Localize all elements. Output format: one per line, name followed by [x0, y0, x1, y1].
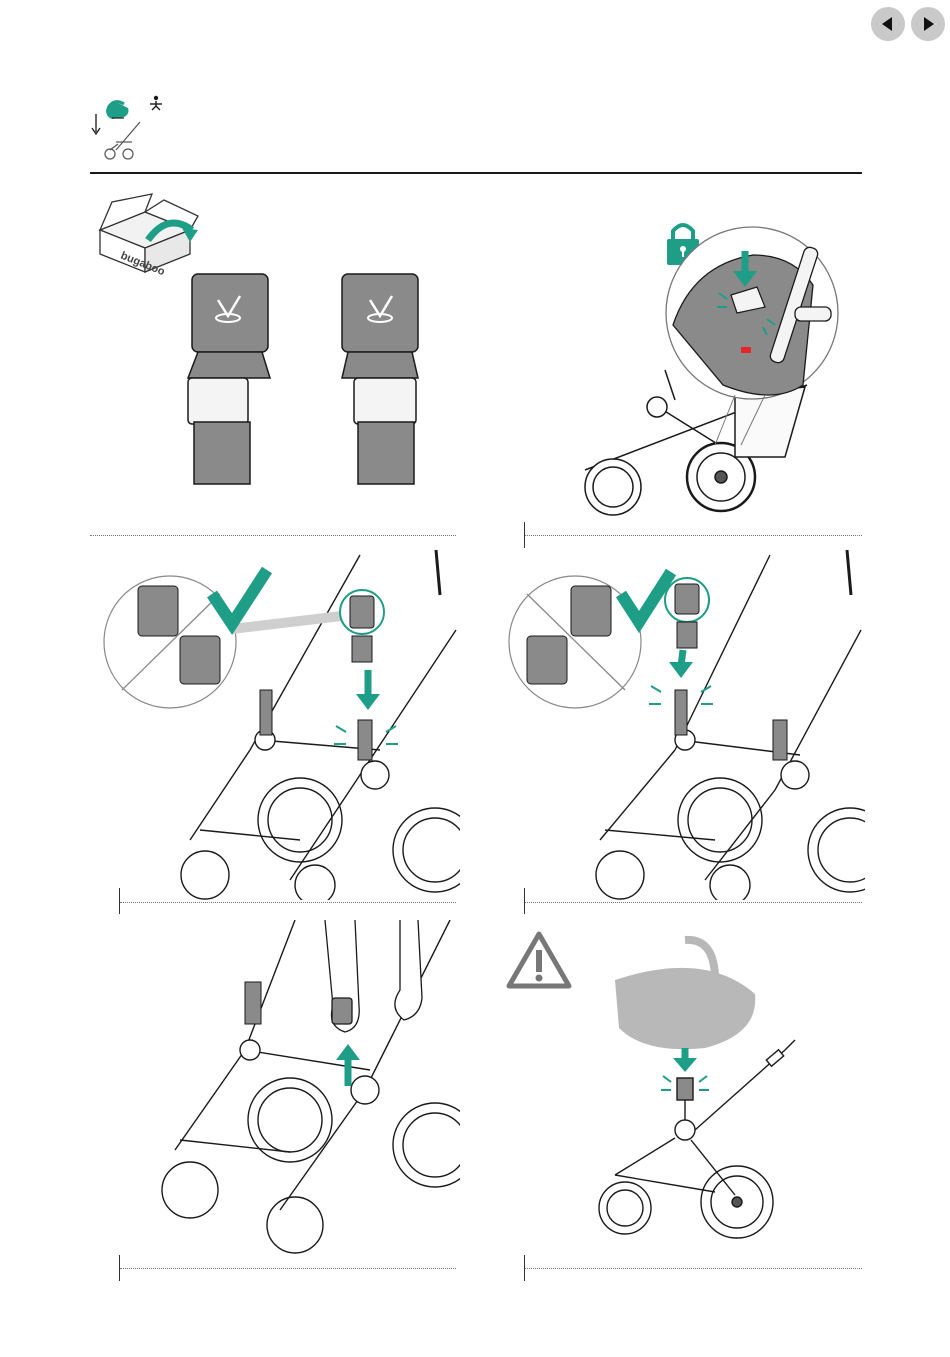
mount-left	[260, 690, 372, 760]
child-icon	[150, 96, 162, 110]
step-click-car-seat	[505, 930, 865, 1250]
magnifier-circle-icon	[666, 227, 838, 399]
step-divider	[120, 902, 456, 903]
mount-right	[675, 690, 787, 760]
adapter-right-icon	[342, 274, 418, 484]
hands-icon	[325, 920, 422, 1032]
step-divider	[525, 902, 862, 903]
adapter-zoom	[665, 578, 709, 648]
car-seat-down-icon	[92, 102, 129, 134]
step-marker	[119, 888, 120, 914]
adapter-left-icon	[188, 274, 270, 484]
triangle-right-icon	[911, 7, 945, 41]
header-divider	[90, 172, 862, 174]
step-divider	[120, 1268, 456, 1269]
step-remove-adapter	[150, 920, 460, 1260]
step-marker	[524, 888, 525, 914]
mount-left	[245, 982, 261, 1024]
step-unlock-release	[525, 215, 865, 520]
step-divider	[525, 1268, 862, 1269]
prev-page-button[interactable]	[871, 7, 905, 41]
check-icon	[212, 570, 267, 624]
step-attach-left-adapter	[100, 550, 460, 900]
step-divider	[525, 535, 862, 536]
adapter-zoom	[340, 590, 384, 662]
next-page-button[interactable]	[911, 7, 945, 41]
triangle-left-icon	[871, 7, 905, 41]
stroller-icon	[105, 122, 140, 159]
stroller-frame	[599, 1040, 795, 1238]
step-attach-right-adapter	[505, 550, 865, 900]
step-unbox-adapters: bugaboo	[90, 190, 460, 490]
step-divider	[90, 535, 456, 536]
car-seat-icon	[615, 940, 755, 1049]
box-icon: bugaboo	[100, 194, 198, 278]
check-icon	[621, 572, 671, 622]
header-icon-group	[88, 92, 168, 164]
stroller-frame	[596, 550, 865, 900]
warning-icon	[509, 934, 569, 986]
zoom-beam	[232, 610, 350, 634]
